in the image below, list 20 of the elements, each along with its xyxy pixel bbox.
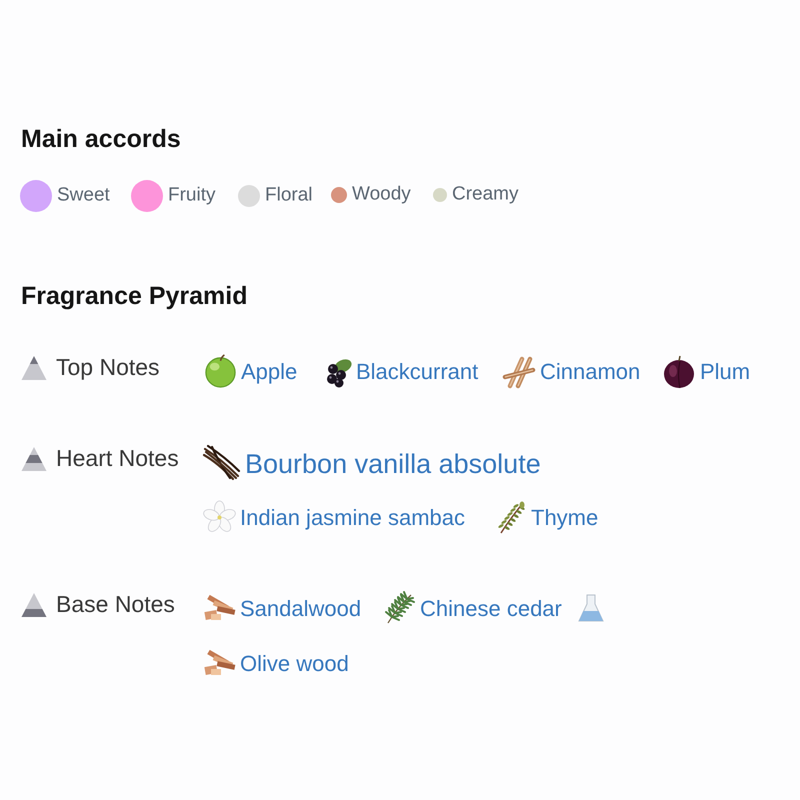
note-link: Indian jasmine sambac: [240, 504, 466, 532]
section-heading: Fragrance Pyramid: [21, 281, 248, 311]
note-link: Bourbon vanilla absolute: [245, 448, 541, 480]
legend-label: Woody: [352, 184, 411, 206]
note-link: Sandalwood: [240, 596, 362, 622]
legend-label: Fruity: [168, 184, 216, 208]
legend-label: Creamy: [452, 184, 519, 206]
tier-label: Top Notes: [56, 354, 160, 382]
legend-label: Sweet: [57, 184, 110, 208]
note-link: Plum: [700, 358, 750, 386]
note-link: Thyme: [531, 504, 598, 532]
note-link: Cinnamon: [540, 358, 640, 386]
note-link: Chinese cedar: [420, 596, 562, 622]
tier-label: Heart Notes: [56, 445, 179, 473]
note-link: Blackcurrant: [356, 358, 478, 386]
tier-label: Base Notes: [56, 591, 175, 619]
note-link: Olive wood: [240, 650, 349, 678]
legend-label: Floral: [265, 184, 313, 208]
note-link: Apple: [241, 358, 298, 386]
section-heading: Main accords: [21, 124, 181, 154]
